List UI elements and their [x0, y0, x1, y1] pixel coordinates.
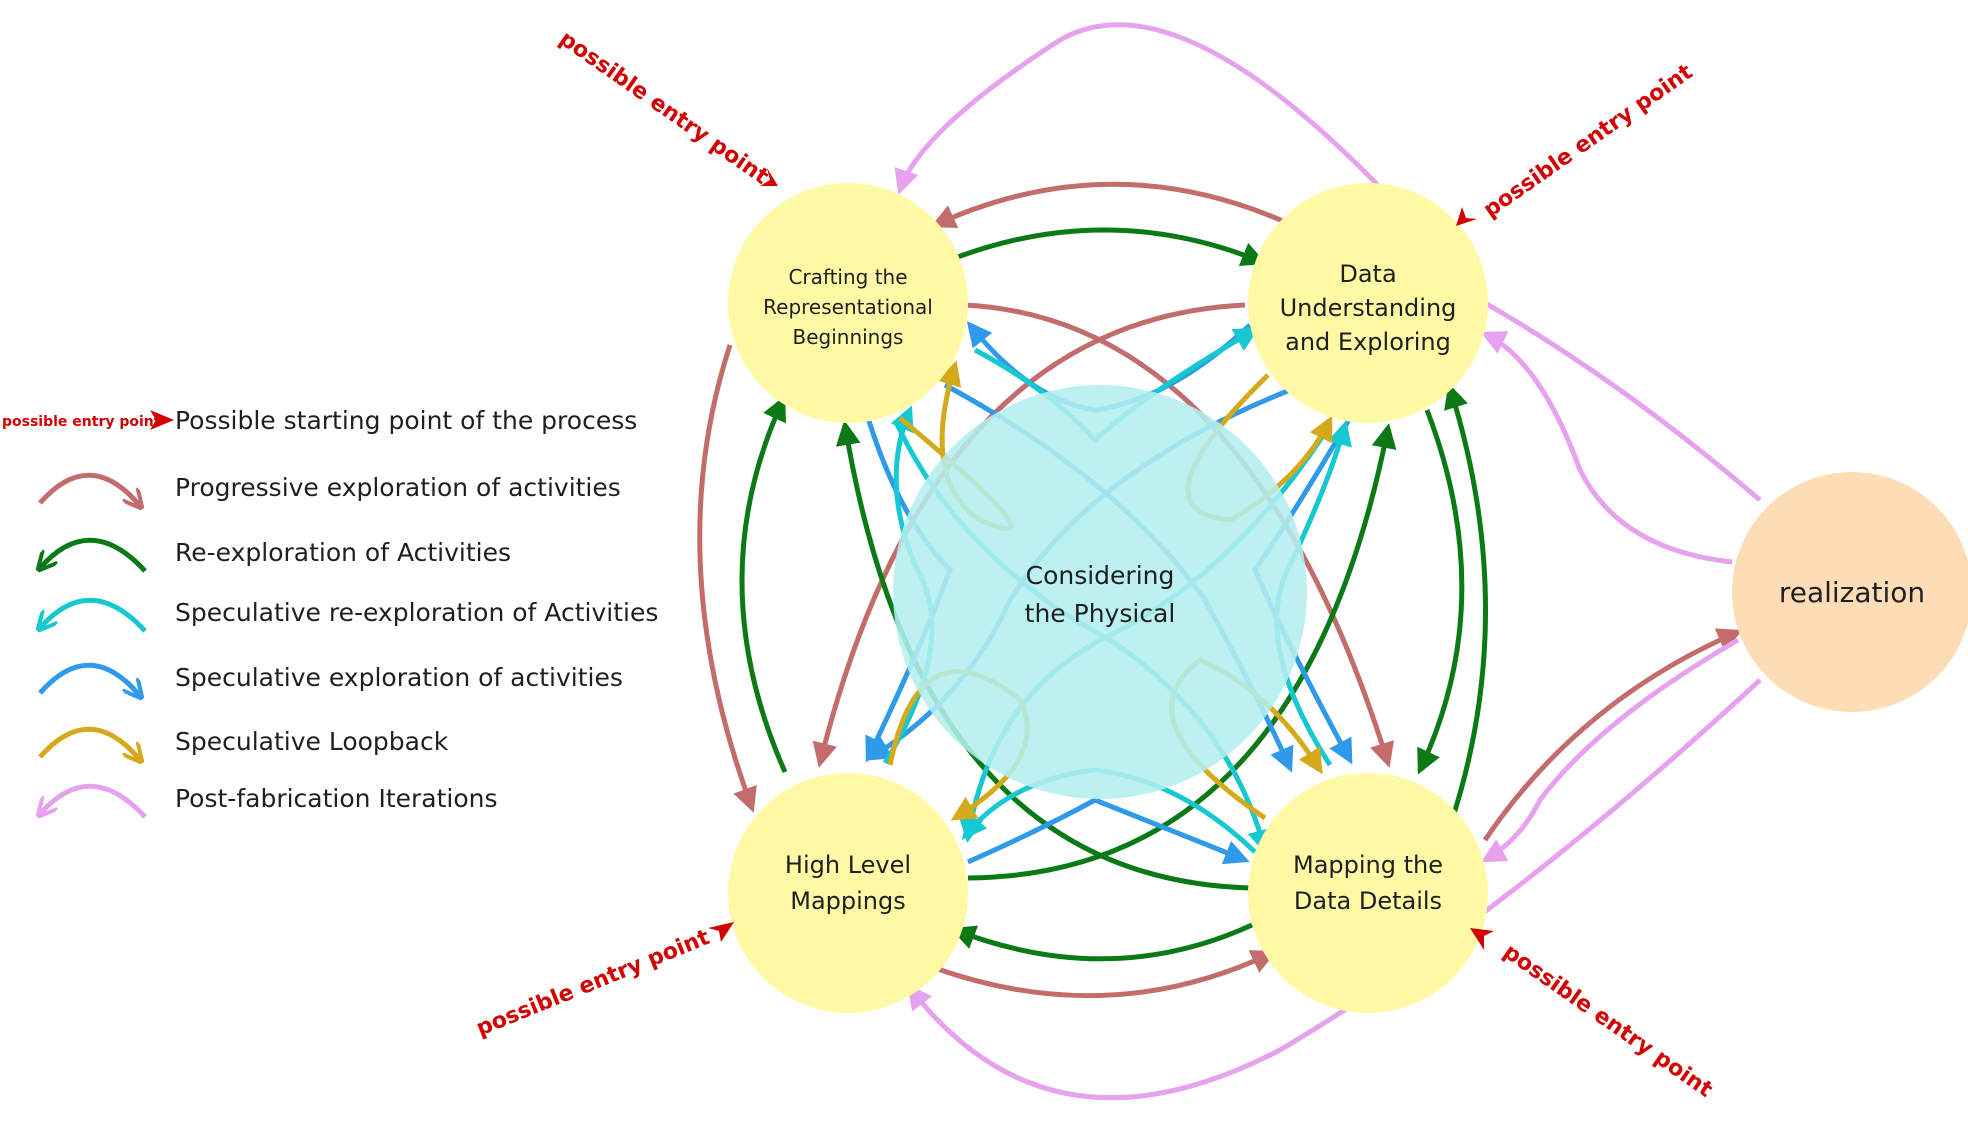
- legend-swatch-arrow-icon: [38, 662, 140, 696]
- entry-arrow-icon: [1456, 207, 1477, 226]
- physical-label-line-1: Considering: [1026, 561, 1175, 590]
- legend-entry-label: Possible starting point of the process: [175, 406, 637, 435]
- entry-arrow-icon: [760, 168, 778, 186]
- edge-post-fabrication-realization-highlevel: [906, 678, 1762, 1101]
- legend-item-speculative-reexploration: Speculative re-exploration of Activities: [40, 597, 658, 631]
- realization-label: realization: [1779, 576, 1925, 609]
- legend-item-post-fabrication: Post-fabrication Iterations: [40, 783, 498, 817]
- legend-swatch-arrow-icon: [40, 597, 147, 631]
- legend-item-label: Speculative Loopback: [175, 727, 449, 756]
- entry-arrow-icon: [1470, 928, 1494, 950]
- entry-point-label: possible entry point: [1479, 59, 1698, 223]
- node-data[interactable]: Data Understanding and Exploring: [1248, 183, 1488, 423]
- legend-item-label: Post-fabrication Iterations: [175, 784, 498, 813]
- legend-item-label: Progressive exploration of activities: [175, 473, 621, 502]
- edge-speculative-exploration-highlevel-mapping-wave: [966, 797, 1250, 865]
- realization-circle: [1732, 472, 1968, 712]
- legend: possible entry point Possible starting p…: [2, 406, 658, 817]
- data-label-line-3: and Exploring: [1285, 328, 1451, 356]
- high-level-circle: [728, 773, 968, 1013]
- data-label-line-1: Data: [1339, 260, 1396, 288]
- high-level-label-line-1: High Level: [785, 851, 911, 879]
- edge-progressive-crafting-highlevel-outer: [697, 344, 757, 813]
- crafting-label-line-1: Crafting the: [788, 265, 907, 289]
- edge-post-fabrication-realization-data: [1480, 331, 1733, 565]
- edge-progressive-mapping-realization: [1482, 628, 1743, 842]
- entry-point-crafting: possible entry point: [555, 26, 778, 190]
- entry-point-data: possible entry point: [1456, 59, 1698, 226]
- node-mapping[interactable]: Mapping the Data Details: [1248, 773, 1488, 1013]
- edge-reexploration-mapping-highlevel-bottom: [950, 922, 1254, 962]
- node-realization[interactable]: realization: [1732, 472, 1968, 712]
- node-crafting[interactable]: Crafting the Representational Beginnings: [728, 183, 968, 423]
- crafting-circle: [728, 183, 968, 423]
- legend-item-speculative-loopback: Speculative Loopback: [38, 726, 449, 760]
- legend-entry-row: possible entry point Possible starting p…: [2, 406, 637, 435]
- edge-progressive-highlevel-mapping-bottom: [934, 950, 1277, 999]
- legend-entry-tag: possible entry point: [2, 414, 161, 430]
- edge-post-fabrication-realization-crafting: [894, 22, 1762, 502]
- entry-point-mapping: possible entry point: [1470, 928, 1717, 1103]
- high-level-label-line-2: Mappings: [790, 887, 906, 915]
- legend-swatch-arrow-icon: [40, 537, 147, 571]
- edge-progressive-crafting-data-top: [930, 181, 1287, 229]
- crafting-label-line-2: Representational: [763, 295, 933, 319]
- edge-reexploration-mapping-data-outer: [1444, 383, 1488, 821]
- mapping-circle: [1248, 773, 1488, 1013]
- data-circle: [1248, 183, 1488, 423]
- entry-point-label: possible entry point: [555, 26, 774, 190]
- legend-item-label: Speculative exploration of activities: [175, 663, 623, 692]
- edge-reexploration-highlevel-crafting-outer: [739, 395, 788, 774]
- entry-arrow-icon: [708, 922, 734, 942]
- legend-swatch-arrow-icon: [38, 726, 140, 760]
- legend-item-speculative-exploration: Speculative exploration of activities: [38, 662, 623, 696]
- entry-point-label: possible entry point: [1499, 939, 1718, 1103]
- edge-reexploration-data-mapping-inner: [1417, 409, 1465, 775]
- edge-post-fabrication-realization-mapping: [1480, 637, 1740, 863]
- legend-item-label: Re-exploration of Activities: [175, 538, 511, 567]
- node-high-level[interactable]: High Level Mappings: [728, 773, 968, 1013]
- legend-item-label: Speculative re-exploration of Activities: [175, 598, 658, 627]
- entry-point-high-level: possible entry point: [473, 922, 734, 1042]
- mapping-label-line-1: Mapping the: [1293, 851, 1443, 879]
- mapping-label-line-2: Data Details: [1294, 887, 1442, 915]
- edge-reexploration-crafting-data: [954, 227, 1267, 267]
- entry-point-label: possible entry point: [473, 925, 714, 1042]
- legend-swatch-arrow-icon: [40, 783, 147, 817]
- legend-entry-arrow-icon: [150, 410, 174, 430]
- legend-swatch-arrow-icon: [38, 472, 140, 506]
- node-physical[interactable]: Considering the Physical: [893, 385, 1307, 799]
- edge-reexploration-highlevel-data-diag: [967, 423, 1397, 881]
- physical-label-line-2: the Physical: [1025, 599, 1176, 628]
- crafting-label-line-3: Beginnings: [793, 325, 904, 349]
- physical-circle: [893, 385, 1307, 799]
- legend-item-progressive: Progressive exploration of activities: [38, 472, 621, 506]
- legend-item-reexploration: Re-exploration of Activities: [40, 537, 511, 571]
- data-label-line-2: Understanding: [1280, 294, 1457, 322]
